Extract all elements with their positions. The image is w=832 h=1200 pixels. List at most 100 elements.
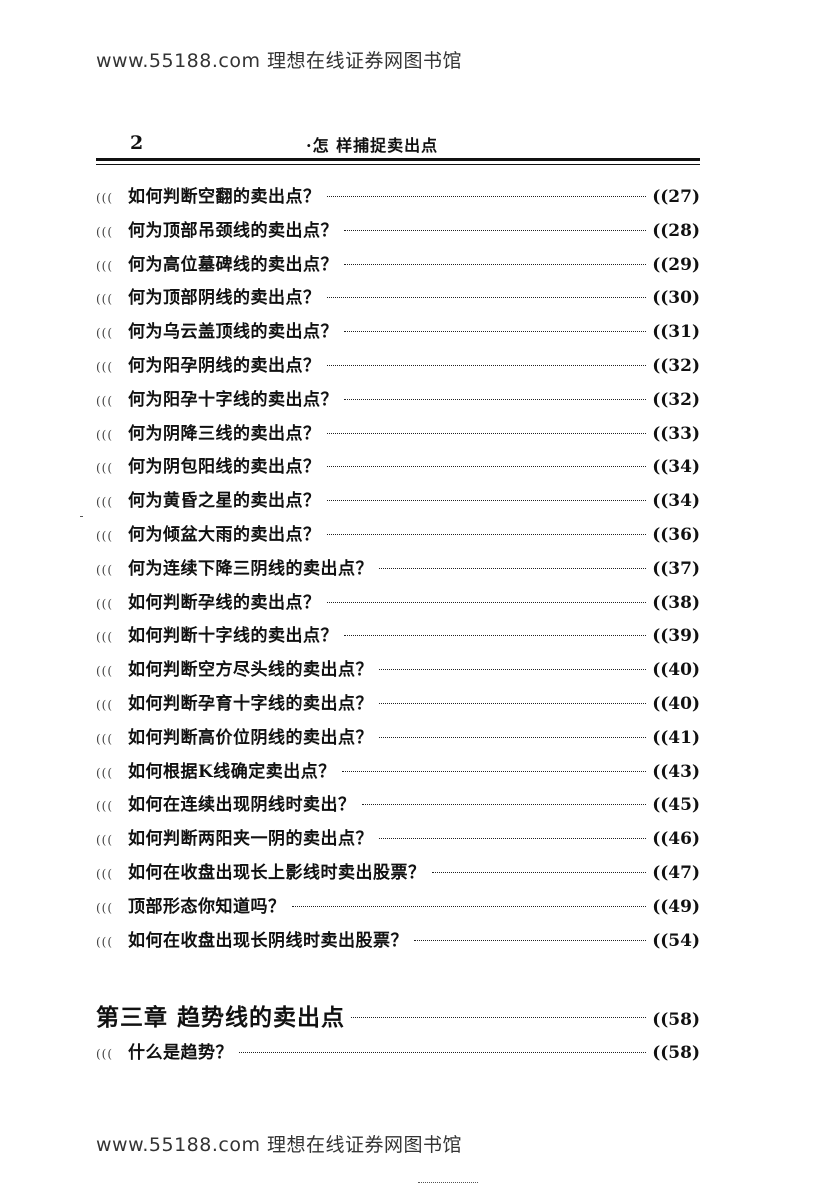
toc-entry-indent-marks: ((( [96,934,114,949]
toc-entry[interactable]: (((如何在连续出现阴线时卖出？((45) [96,790,700,824]
toc-entry[interactable]: (((如何根据K线确定卖出点？((43) [96,757,700,791]
dot-leader [344,398,647,400]
footer-mark [418,1182,478,1183]
toc-entry-page-number: ((33) [652,423,700,444]
toc-entry-page-number: ((30) [652,288,700,309]
toc-entry[interactable]: ((( 如何判断孕育十字线的卖出点？ ((40) [96,689,700,723]
toc-entry-indent-marks: ((( [96,562,114,577]
toc-entry[interactable]: (((如何判断空翻的卖出点？((27) [96,182,700,216]
running-title: ·怎 样捕捉卖出点 [306,136,439,155]
toc-entry-title: 何为顶部阴线的卖出点？ [128,288,321,309]
toc-entry[interactable]: ((( 如何在收盘出现长阴线时卖出股票？ ((54) [96,926,700,960]
dot-leader [379,702,647,704]
toc-entry-indent-marks: ((( [96,664,114,679]
toc-entry-indent-marks: ((( [96,292,114,307]
toc-entry-indent-marks: ((( [96,866,114,881]
toc-entry[interactable]: (((如何判断孕线的卖出点？((38) [96,588,700,622]
page-header: 2 ·怎 样捕捉卖出点 [96,128,700,158]
toc-entry[interactable]: (((何为连续下降三阴线的卖出点？((37) [96,554,700,588]
dot-leader [326,500,647,502]
toc-entry[interactable]: (((何为倾盆大雨的卖出点？((36) [96,520,700,554]
toc-entry-title: 如何判断十字线的卖出点？ [128,626,338,647]
toc-entry[interactable]: (((如何判断空方尽头线的卖出点？((40) [96,655,700,689]
toc-entry[interactable]: (((何为阳孕十字线的卖出点？((32) [96,385,700,419]
toc-entry-title: 如何在连续出现阴线时卖出？ [128,795,356,816]
toc-entry-indent-marks: ((( [96,833,114,848]
toc-entry-indent-marks: ((( [96,258,114,273]
toc-entry-page-number: ((43) [652,761,700,782]
toc-entry-page-number: ((36) [652,524,700,545]
toc-entry-indent-marks: ((( [96,224,114,239]
toc-entry-title: 如何判断孕线的卖出点？ [128,592,321,613]
dot-leader [379,669,647,671]
toc-entry-indent-marks: ((( [96,326,114,341]
toc-entry-page-number: ((32) [652,355,700,376]
toc-entry-title: 如何在收盘出现长阴线时卖出股票？ [128,930,408,951]
dot-leader [239,1052,647,1053]
toc-entry-page-number: ((49) [652,896,700,917]
toc-entry-page-number: ((39) [652,626,700,647]
toc-entry-indent-marks: ((( [96,427,114,442]
toc-entry-indent-marks: ((( [96,393,114,408]
toc-entry[interactable]: ((( 如何判断两阳夹一阴的卖出点？ ((46) [96,824,700,858]
toc-entry-page-number: ((46) [652,829,700,850]
toc-entry-indent-marks: ((( [96,359,114,374]
toc-entry-title: 如何判断孕育十字线的卖出点？ [128,693,373,714]
toc-entry-page-number: ((45) [652,795,700,816]
toc-entry-page-number: ((41) [652,727,700,748]
dot-leader [326,432,647,434]
dot-leader [344,229,647,231]
toc-entry-page-number: ((31) [652,322,700,343]
dot-leader [341,770,647,772]
toc-entry-page-number: ((34) [652,491,700,512]
dot-leader [344,331,647,333]
toc-entry-title: 如何根据K线确定卖出点？ [128,761,336,782]
toc-entry[interactable]: (((如何在收盘出现长上影线时卖出股票？((47) [96,858,700,892]
toc-entry[interactable]: ((( 何为顶部吊颈线的卖出点？ ((28) [96,216,700,250]
dot-leader [379,736,647,738]
toc-entry-title: 什么是趋势？ [128,1043,233,1063]
toc-entry-title: 何为顶部吊颈线的卖出点？ [128,220,338,241]
scan-speck [80,516,83,517]
toc-entry[interactable]: ((( 顶部形态你知道吗？ ((49) [96,892,700,926]
toc-entry-title: 何为阴降三线的卖出点？ [128,423,321,444]
chapter-heading-row[interactable]: 第三章 趋势线的卖出点 ((58) [96,998,700,1032]
dot-leader [326,196,647,197]
toc-entry[interactable]: (((何为黄昏之星的卖出点？((34) [96,486,700,520]
toc-entry[interactable]: (((什么是趋势？((58) [96,1038,700,1072]
toc-entry[interactable]: ((( 何为乌云盖顶线的卖出点？ ((31) [96,317,700,351]
toc-entry[interactable]: ((( 何为阴降三线的卖出点？ ((33) [96,419,700,453]
toc-entry[interactable]: (((何为阴包阳线的卖出点？((34) [96,452,700,486]
dot-leader [326,533,647,535]
header-rule [96,158,700,161]
toc-entry-page-number: ((34) [652,457,700,478]
table-of-contents: (((如何判断空翻的卖出点？((27)(((何为顶部吊颈线的卖出点？((28)(… [96,182,700,959]
toc-entry-page-number: ((54) [652,930,700,951]
toc-entry-indent-marks: ((( [96,1047,114,1061]
dot-leader [344,263,647,265]
toc-entry-title: 何为乌云盖顶线的卖出点？ [128,322,338,343]
header-rule-thin [96,164,700,165]
toc-entry[interactable]: ((( 何为顶部阴线的卖出点？ ((30) [96,283,700,317]
toc-entry-title: 如何判断两阳夹一阴的卖出点？ [128,829,373,850]
toc-entry-title: 顶部形态你知道吗？ [128,896,286,917]
page-number: 2 [130,132,144,154]
toc-entry-page-number: ((47) [652,862,700,883]
dot-leader [414,939,647,941]
toc-entry-indent-marks: ((( [96,900,114,915]
watermark-bottom: www.55188.com 理想在线证券网图书馆 [96,1134,463,1156]
toc-entry[interactable]: (((何为高位墓碑线的卖出点？((29) [96,250,700,284]
toc-entry-title: 何为阳孕阴线的卖出点？ [128,355,321,376]
dot-leader [326,364,647,366]
toc-entry-title: 何为阳孕十字线的卖出点？ [128,389,338,410]
toc-entry-page-number: ((28) [652,220,700,241]
toc-entry[interactable]: ((( 何为阳孕阴线的卖出点？ ((32) [96,351,700,385]
toc-entry-indent-marks: ((( [96,191,114,205]
toc-entry[interactable]: (((如何判断十字线的卖出点？((39) [96,621,700,655]
toc-entry-indent-marks: ((( [96,596,114,611]
toc-entry-page-number: ((40) [652,693,700,714]
dot-leader [344,635,647,637]
toc-entry-indent-marks: ((( [96,697,114,712]
toc-entry[interactable]: (((如何判断高价位阴线的卖出点？((41) [96,723,700,757]
dot-leader [326,601,647,603]
